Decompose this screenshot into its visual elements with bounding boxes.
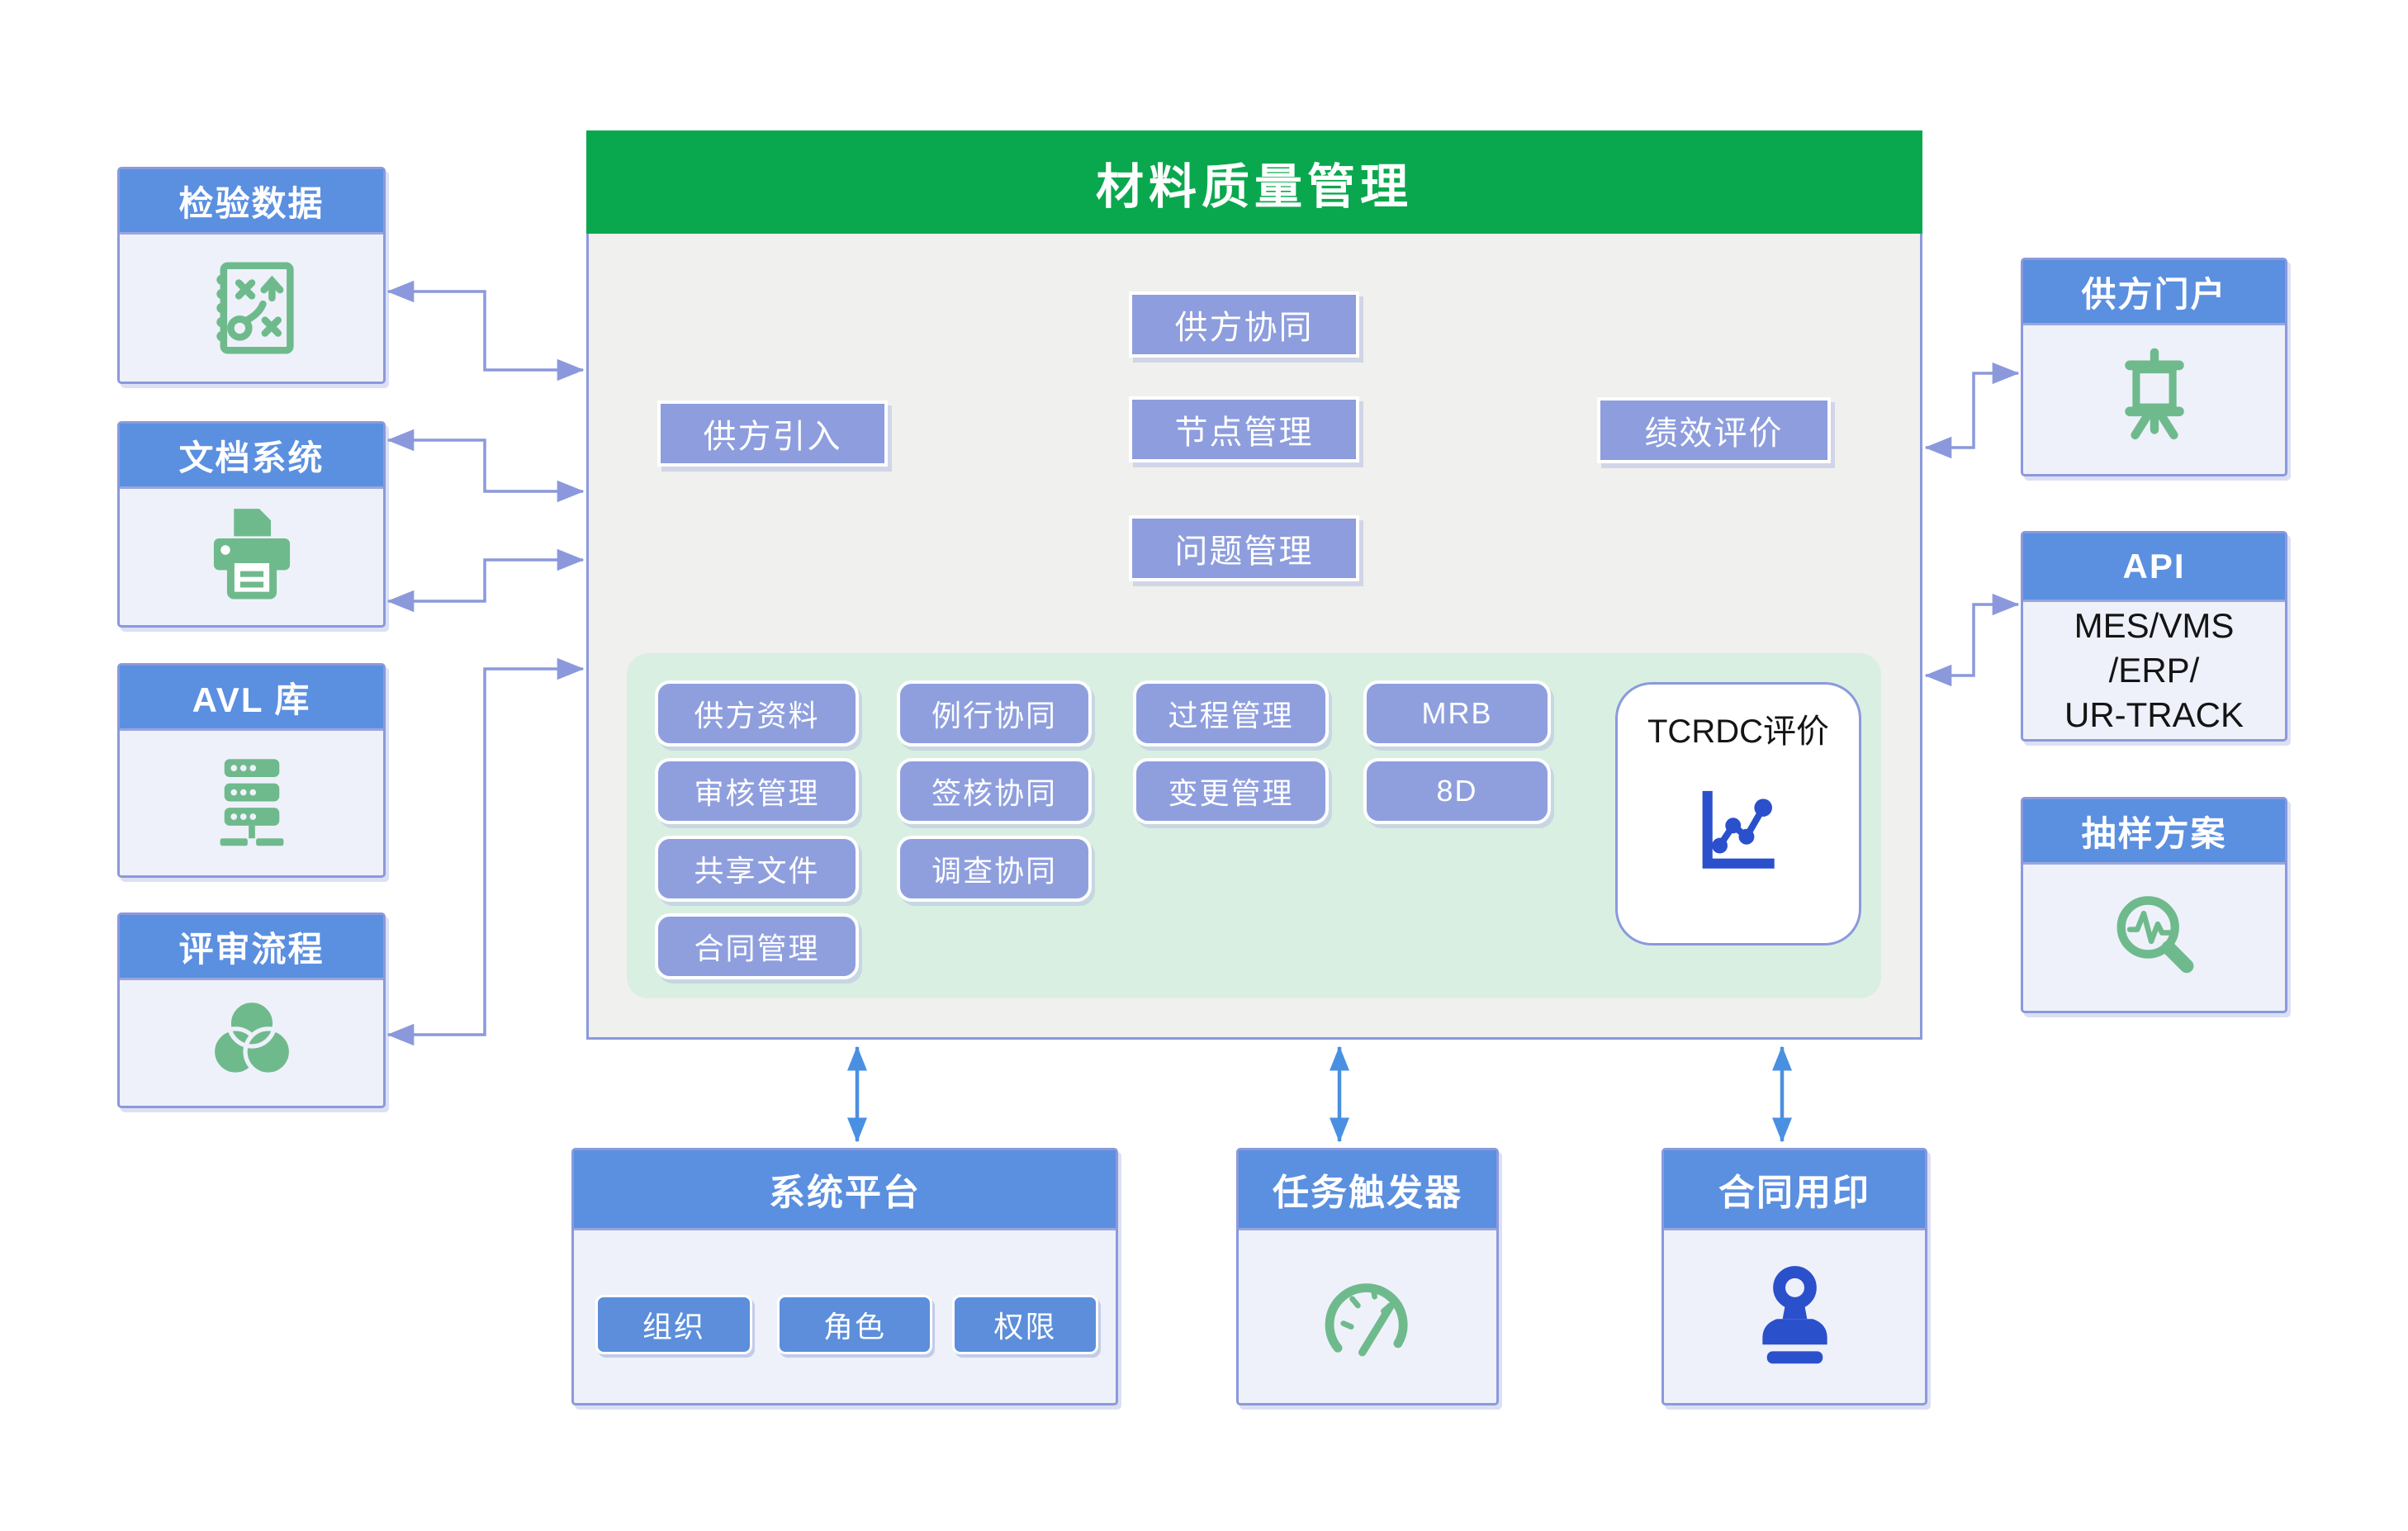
tcrdc-evaluation-title: TCRDC评价 <box>1647 713 1829 750</box>
module-survey-collaboration: 调查协同 <box>897 836 1092 902</box>
magnifier-pulse-icon <box>2116 895 2193 973</box>
flow-supplier-introduction: 供方引入 <box>657 401 888 467</box>
panel-task-trigger-title: 任务触发器 <box>1239 1150 1496 1230</box>
venn-icon <box>210 998 293 1077</box>
api-systems-text: MES/VMS /ERP/ UR-TRACK <box>2064 606 2244 734</box>
panel-contract-seal-title: 合同用印 <box>1664 1150 1925 1230</box>
panel-supplier-portal: 供方门户 <box>2021 258 2287 476</box>
panel-api: API MES/VMS /ERP/ UR-TRACK <box>2021 531 2287 742</box>
panel-review-process-title: 评审流程 <box>120 915 383 980</box>
panel-sampling-plan: 抽样方案 <box>2021 797 2287 1013</box>
panel-document-system-body <box>120 489 383 625</box>
panel-document-system: 文档系统 <box>117 421 386 628</box>
module-8d: 8D <box>1363 758 1551 824</box>
connector-inspection-data <box>386 280 585 382</box>
panel-inspection-data: 检验数据 <box>117 167 386 384</box>
button-permission: 权限 <box>952 1295 1098 1354</box>
module-supplier-data: 供方资料 <box>655 680 859 747</box>
connector-supplier-portal <box>1924 362 2020 459</box>
panel-sampling-plan-body <box>2023 865 2285 1011</box>
strategy-icon <box>216 262 294 354</box>
server-stack-icon <box>220 758 283 846</box>
button-role: 角色 <box>777 1295 932 1354</box>
button-organization: 组织 <box>595 1295 752 1354</box>
panel-review-process: 评审流程 <box>117 912 386 1108</box>
panel-avl-library-body <box>120 731 383 875</box>
panel-task-trigger: 任务触发器 <box>1236 1148 1499 1405</box>
module-routine-collaboration: 例行协同 <box>897 680 1092 747</box>
module-audit-management: 审核管理 <box>655 758 859 824</box>
panel-document-system-title: 文档系统 <box>120 424 383 489</box>
panel-inspection-data-body <box>120 235 383 382</box>
presentation-board-icon <box>2124 348 2184 440</box>
main-title: 材料质量管理 <box>586 130 1922 234</box>
panel-avl-library-title: AVL 库 <box>120 666 383 731</box>
flow-supplier-collaboration: 供方协同 <box>1129 292 1359 358</box>
panel-supplier-portal-title: 供方门户 <box>2023 260 2285 325</box>
printer-icon <box>213 508 290 600</box>
panel-system-platform: 系统平台 <box>571 1148 1118 1405</box>
gauge-icon <box>1325 1283 1408 1357</box>
flow-issue-management: 问题管理 <box>1129 515 1359 581</box>
panel-avl-library: AVL 库 <box>117 663 386 878</box>
panel-contract-seal-body <box>1664 1230 1925 1403</box>
panel-system-platform-title: 系统平台 <box>574 1150 1116 1230</box>
flow-node-management: 节点管理 <box>1129 396 1359 462</box>
panel-api-body: MES/VMS /ERP/ UR-TRACK <box>2023 602 2285 739</box>
tcrdc-evaluation-card: TCRDC评价 <box>1615 682 1861 946</box>
panel-inspection-data-title: 检验数据 <box>120 169 383 235</box>
panel-task-trigger-body <box>1239 1230 1496 1403</box>
stamp-icon <box>1761 1266 1827 1364</box>
panel-api-title: API <box>2023 533 2285 602</box>
connector-review-process <box>386 657 585 1046</box>
panel-contract-seal: 合同用印 <box>1661 1148 1927 1405</box>
panel-supplier-portal-body <box>2023 325 2285 474</box>
module-mrb: MRB <box>1363 680 1551 747</box>
panel-sampling-plan-title: 抽样方案 <box>2023 799 2285 865</box>
module-process-management: 过程管理 <box>1133 680 1329 747</box>
connector-api <box>1924 593 2020 687</box>
flow-performance-evaluation: 绩效评价 <box>1597 397 1831 463</box>
line-chart-icon <box>1702 790 1775 869</box>
connector-document-system <box>386 429 585 503</box>
module-shared-files: 共享文件 <box>655 836 859 902</box>
panel-review-process-body <box>120 980 383 1106</box>
module-signoff-collaboration: 签核协同 <box>897 758 1092 824</box>
module-contract-management: 合同管理 <box>655 913 859 979</box>
module-change-management: 变更管理 <box>1133 758 1329 824</box>
connector-avl-library <box>386 548 585 613</box>
